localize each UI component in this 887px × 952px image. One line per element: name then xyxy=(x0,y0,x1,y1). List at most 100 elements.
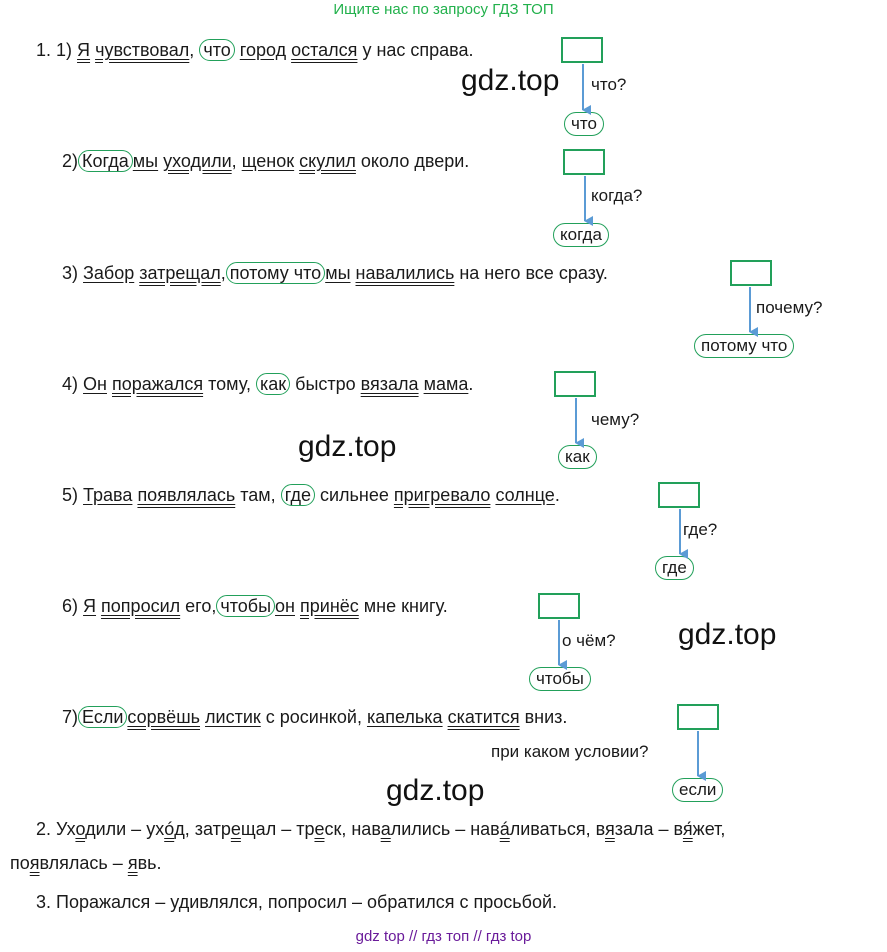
subject: мы xyxy=(132,151,159,171)
text-run: влялась – xyxy=(39,853,128,873)
subject: щенок xyxy=(241,151,295,171)
sentence-rest: мне книгу. xyxy=(363,596,448,616)
sentence-text: его, xyxy=(185,596,217,616)
conjunction: потому что xyxy=(225,262,326,284)
sentence-number: 3) xyxy=(62,263,79,283)
sentence-number: 1. 1) xyxy=(36,40,73,60)
subject: мама xyxy=(423,374,469,394)
vowel: о xyxy=(75,819,86,839)
text-run: ск, нав xyxy=(324,819,381,839)
main-clause-box xyxy=(563,149,605,175)
question-label: когда? xyxy=(591,186,643,205)
main-clause-box xyxy=(554,371,596,397)
sentence-number: 2) xyxy=(62,151,79,171)
question-label: чему? xyxy=(591,410,640,429)
watermark: gdz.top xyxy=(386,774,485,807)
main-clause-box xyxy=(730,260,772,286)
predicate: принёс xyxy=(300,596,359,616)
text-run: по xyxy=(10,853,30,873)
predicate: остался xyxy=(291,40,358,60)
main-clause-box xyxy=(561,37,603,63)
conjunction: Когда xyxy=(78,150,133,172)
sentence-number: 6) xyxy=(62,596,79,616)
text-run: 2. Ух xyxy=(36,819,76,839)
predicate: поражался xyxy=(112,374,204,394)
top-banner: Ищите нас по запросу ГДЗ ТОП xyxy=(333,1,554,18)
question-label: при каком условии? xyxy=(491,742,649,761)
subject: город xyxy=(239,40,287,60)
text-run: вь. xyxy=(137,853,162,873)
predicate: чувствовал xyxy=(95,40,190,60)
predicate: появлялась xyxy=(137,485,236,505)
subject: мы xyxy=(325,263,351,283)
sentence-rest: вниз. xyxy=(524,707,568,727)
vowel: е xyxy=(314,819,325,839)
subject: он xyxy=(275,596,295,616)
text-run: лились – нав xyxy=(390,819,500,839)
clause-oval: как xyxy=(558,445,597,469)
clause-oval: где xyxy=(655,556,694,580)
sentence-text: с росинкой, xyxy=(265,707,362,727)
question-label: что? xyxy=(591,75,627,94)
sentence-4: 4) Он поражался тому, как быстро вязала … xyxy=(62,372,473,396)
subject: Трава xyxy=(83,485,133,505)
text-run: жет, xyxy=(692,819,726,839)
period: . xyxy=(554,485,560,505)
period: . xyxy=(468,374,474,394)
predicate: затрещал xyxy=(139,263,221,283)
vowel: я xyxy=(29,853,40,873)
comma: , xyxy=(220,263,226,283)
watermark: gdz.top xyxy=(461,64,560,97)
watermark: gdz.top xyxy=(298,430,397,463)
main-clause-box xyxy=(658,482,700,508)
sentence-text: тому, xyxy=(208,374,251,394)
subject: Забор xyxy=(83,263,135,283)
predicate: вязала xyxy=(360,374,419,394)
predicate: уходили xyxy=(163,151,232,171)
question-label: где? xyxy=(683,520,718,539)
predicate: пригревало xyxy=(393,485,491,505)
sentence-text: быстро xyxy=(295,374,356,394)
vowel: е xyxy=(230,819,241,839)
conjunction: как xyxy=(255,373,291,395)
conjunction: что xyxy=(199,39,235,61)
main-clause-box xyxy=(677,704,719,730)
conjunction: Если xyxy=(78,706,128,728)
text-run: д, затр xyxy=(174,819,231,839)
subject: капелька xyxy=(366,707,443,727)
sentence-5: 5) Трава появлялась там, где сильнее при… xyxy=(62,483,560,507)
vowel: я xyxy=(127,853,138,873)
vowel: я xyxy=(605,819,615,839)
paragraph-2-line-2: появлялась – явь. xyxy=(10,851,162,875)
sentence-number: 7) xyxy=(62,707,79,727)
footer-watermark: gdz top // гдз топ // гдз top xyxy=(355,928,532,945)
sentence-text: сильнее xyxy=(320,485,389,505)
comma: , xyxy=(189,40,195,60)
clause-oval: когда xyxy=(553,223,609,247)
sentence-rest: у нас справа. xyxy=(362,40,474,60)
predicate: попросил xyxy=(101,596,181,616)
main-clause-box xyxy=(538,593,580,619)
subject: Он xyxy=(83,374,107,394)
vowel: я́ xyxy=(682,819,693,839)
question-label: о чём? xyxy=(562,631,616,650)
text-run: щал – тр xyxy=(240,819,315,839)
clause-oval: если xyxy=(672,778,724,802)
predicate: скатится xyxy=(447,707,520,727)
predicate: сорвёшь xyxy=(127,707,201,727)
comma: , xyxy=(231,151,237,171)
subject: солнце xyxy=(495,485,555,505)
predicate: скулил xyxy=(299,151,356,171)
predicate: навалились xyxy=(355,263,455,283)
vowel: ó xyxy=(164,819,175,839)
subject: Я xyxy=(83,596,97,616)
sentence-number: 5) xyxy=(62,485,79,505)
sentence-rest: около двери. xyxy=(360,151,470,171)
sentence-text: там, xyxy=(240,485,276,505)
clause-oval: чтобы xyxy=(529,667,591,691)
